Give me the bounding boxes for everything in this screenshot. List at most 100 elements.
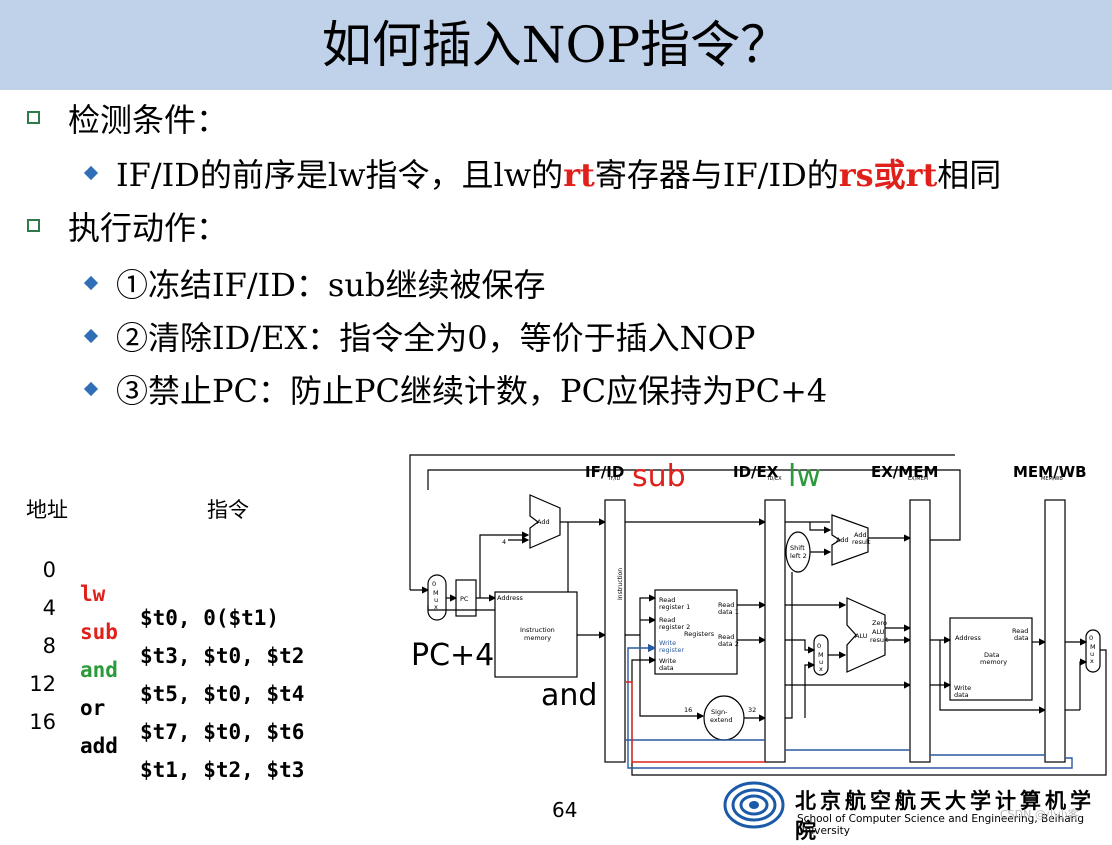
svg-text:0: 0 bbox=[432, 580, 436, 588]
table-row: 0 lw $t0, 0($t1) bbox=[0, 534, 279, 630]
svg-text:M: M bbox=[433, 589, 439, 597]
bullet-condition-detail: IF/ID的前序是lw指令，且lw的rt寄存器与IF/ID的rs或rt相同 bbox=[116, 155, 1001, 195]
diamond-bullet-icon bbox=[83, 381, 99, 397]
svg-text:ALU: ALU bbox=[872, 628, 885, 636]
svg-text:memory: memory bbox=[980, 658, 1007, 666]
bullet-action-2: ②清除ID/EX：指令全为0，等价于插入NOP bbox=[116, 319, 756, 357]
svg-text:Sign-: Sign- bbox=[711, 708, 728, 716]
svg-text:x: x bbox=[819, 665, 823, 673]
row-args: $t7, $t0, $t6 bbox=[140, 720, 305, 744]
svg-text:Write: Write bbox=[659, 657, 676, 665]
svg-text:register 1: register 1 bbox=[659, 603, 690, 611]
university-logo-icon bbox=[723, 781, 785, 829]
pc-adder bbox=[529, 494, 561, 549]
row-address: 12 bbox=[29, 672, 56, 696]
annotation-lw: lw bbox=[788, 459, 821, 494]
svg-text:Shift: Shift bbox=[790, 544, 805, 552]
table-head-address: 地址 bbox=[26, 498, 68, 522]
bullet-detect-condition: 检测条件： bbox=[68, 101, 229, 139]
annotation-pc-plus-4: PC+4 bbox=[411, 638, 495, 673]
row-args: $t1, $t2, $t3 bbox=[140, 758, 305, 782]
diamond-bullet-icon bbox=[83, 275, 99, 291]
row-op: lw bbox=[80, 582, 106, 606]
svg-text:result: result bbox=[852, 538, 871, 546]
row-address: 4 bbox=[42, 596, 56, 620]
table-head-instruction: 指令 bbox=[207, 498, 249, 522]
svg-text:32: 32 bbox=[748, 706, 756, 714]
svg-text:M: M bbox=[818, 651, 824, 659]
svg-text:Write: Write bbox=[954, 684, 971, 692]
svg-text:result: result bbox=[870, 636, 889, 644]
svg-text:x: x bbox=[1090, 657, 1094, 665]
svg-text:4: 4 bbox=[502, 538, 506, 546]
svg-text:left 2: left 2 bbox=[790, 552, 807, 560]
stage-label-id-ex: ID/EX bbox=[733, 463, 779, 481]
condition-rs-or-rt: rs或rt bbox=[838, 156, 938, 194]
svg-text:Read: Read bbox=[659, 596, 675, 604]
bullet-action-3: ③禁止PC：防止PC继续计数，PC应保持为PC+4 bbox=[116, 372, 828, 410]
ex-mem-register bbox=[909, 499, 931, 763]
stage-label-mem-wb: MEM/WB bbox=[1013, 463, 1087, 481]
svg-text:Add: Add bbox=[537, 518, 550, 526]
svg-text:register 2: register 2 bbox=[659, 623, 690, 631]
branch-adder bbox=[831, 514, 869, 566]
condition-text-1: IF/ID的前序是lw指令，且lw的 bbox=[116, 156, 564, 194]
svg-text:data: data bbox=[1014, 634, 1029, 642]
svg-text:Address: Address bbox=[955, 634, 981, 642]
svg-text:x: x bbox=[434, 603, 438, 611]
svg-text:IF/ID: IF/ID bbox=[609, 476, 621, 482]
row-op: or bbox=[80, 696, 106, 720]
svg-text:ID/EX: ID/EX bbox=[768, 476, 782, 482]
svg-text:Registers: Registers bbox=[684, 630, 715, 638]
svg-text:ALU: ALU bbox=[855, 632, 868, 640]
register-file bbox=[654, 589, 738, 675]
svg-text:MEM/WB: MEM/WB bbox=[1041, 476, 1063, 482]
svg-text:Read: Read bbox=[718, 633, 734, 641]
if-id-register bbox=[604, 499, 626, 763]
row-address: 16 bbox=[29, 710, 56, 734]
table-row: 8 and $t5, $t0, $t4 bbox=[0, 610, 305, 706]
svg-text:Read: Read bbox=[1012, 627, 1028, 635]
svg-text:Add: Add bbox=[854, 531, 867, 539]
diamond-bullet-icon bbox=[83, 165, 99, 181]
stage-label-if-id: IF/ID bbox=[585, 463, 625, 481]
row-address: 0 bbox=[42, 558, 56, 582]
svg-text:0: 0 bbox=[817, 642, 821, 650]
svg-text:u: u bbox=[819, 658, 823, 666]
annotation-sub: sub bbox=[632, 459, 686, 494]
svg-text:Zero: Zero bbox=[872, 619, 887, 627]
page-number: 64 bbox=[552, 798, 578, 822]
title-bar bbox=[0, 0, 1112, 90]
diamond-bullet-icon bbox=[83, 328, 99, 344]
row-op: sub bbox=[80, 620, 118, 644]
svg-text:Read: Read bbox=[659, 616, 675, 624]
bullet-actions: 执行动作： bbox=[68, 209, 229, 247]
condition-text-3: 相同 bbox=[937, 156, 1002, 194]
svg-text:extend: extend bbox=[710, 716, 733, 724]
table-row: 12 or $t7, $t0, $t6 bbox=[0, 648, 304, 744]
table-row: 16 add $t1, $t2, $t3 bbox=[0, 686, 304, 782]
svg-text:Data: Data bbox=[984, 651, 1000, 659]
svg-text:PC: PC bbox=[460, 595, 469, 603]
row-args: $t3, $t0, $t2 bbox=[140, 644, 305, 668]
svg-text:data: data bbox=[659, 664, 674, 672]
svg-text:Address: Address bbox=[497, 594, 523, 602]
svg-text:data: data bbox=[954, 691, 969, 699]
svg-text:M: M bbox=[1090, 643, 1096, 651]
svg-text:u: u bbox=[434, 596, 438, 604]
table-row: 4 sub $t3, $t0, $t2 bbox=[0, 572, 305, 668]
svg-text:register: register bbox=[659, 646, 684, 654]
row-op: add bbox=[80, 734, 118, 758]
svg-text:memory: memory bbox=[524, 634, 551, 642]
svg-text:data 1: data 1 bbox=[718, 608, 739, 616]
svg-text:data 2: data 2 bbox=[718, 640, 739, 648]
svg-text:Instruction: Instruction bbox=[520, 626, 555, 634]
svg-text:Write: Write bbox=[659, 639, 676, 647]
row-args: $t0, 0($t1) bbox=[140, 606, 280, 630]
row-address: 8 bbox=[42, 634, 56, 658]
stage-label-ex-mem: EX/MEM bbox=[871, 463, 939, 481]
svg-text:Instruction: Instruction bbox=[617, 568, 624, 600]
square-bullet-icon bbox=[27, 111, 40, 124]
instruction-memory bbox=[494, 591, 578, 678]
